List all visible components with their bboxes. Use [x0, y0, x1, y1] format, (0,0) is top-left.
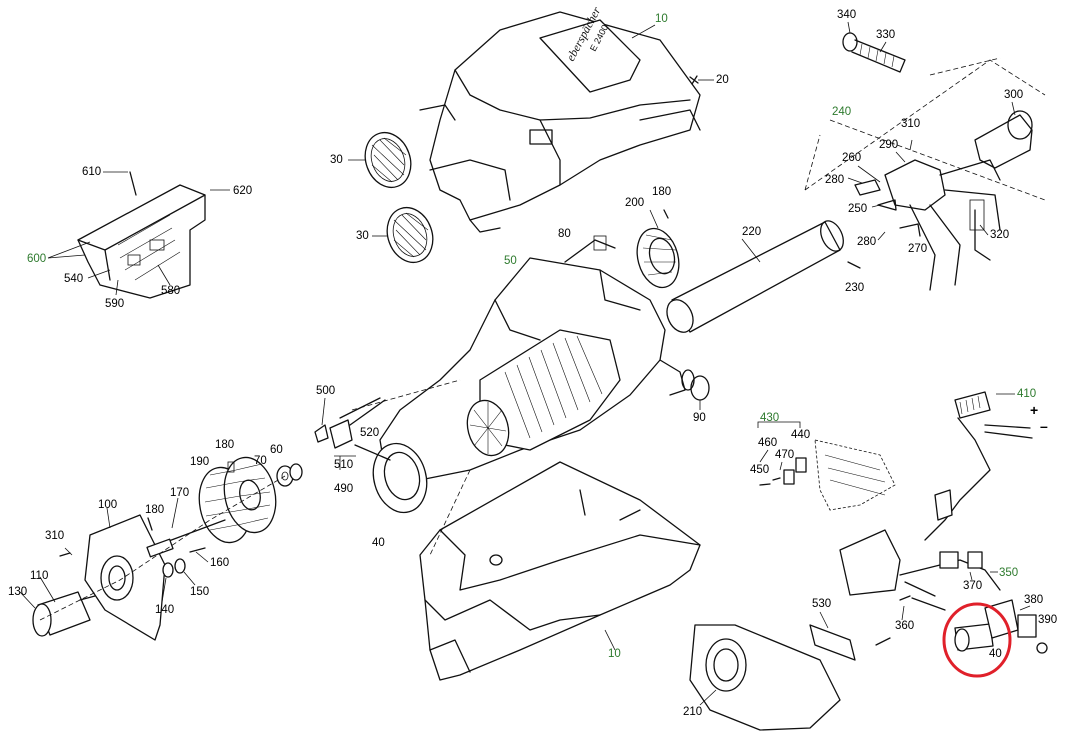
callout-300: 300 — [1004, 89, 1024, 101]
callout-70: 70 — [254, 455, 267, 467]
callout-110: 110 — [30, 570, 49, 582]
callout-210: 210 — [683, 706, 703, 718]
callout-20: 20 — [716, 74, 729, 86]
callout-380: 380 — [1024, 594, 1044, 606]
bracket-group-430 — [757, 421, 896, 511]
callout-310-left: 310 — [45, 530, 65, 542]
callout-580: 580 — [161, 285, 181, 297]
callout-360: 360 — [895, 620, 915, 632]
motor-bracket-100 — [84, 507, 166, 641]
callout-100: 100 — [98, 499, 118, 511]
callout-180-mid: 180 — [215, 439, 235, 451]
callout-190: 190 — [190, 456, 210, 468]
callout-450: 450 — [750, 464, 770, 476]
glow-plug-group-410 — [839, 391, 1033, 611]
callout-30-a: 30 — [330, 154, 343, 166]
callout-500: 500 — [316, 385, 336, 397]
callout-280-a: 280 — [825, 174, 845, 186]
callout-310-top: 310 — [901, 118, 921, 130]
burner-assembly-240 — [804, 57, 1046, 291]
callout-230: 230 — [845, 282, 865, 294]
hose-330 — [842, 21, 906, 73]
blower-wheel-200 — [636, 209, 680, 289]
bottom-tray-10 — [419, 461, 701, 681]
callout-590: 590 — [105, 298, 125, 310]
callout-370: 370 — [963, 580, 983, 592]
callout-50: 50 — [504, 255, 517, 267]
connector-510 — [314, 379, 461, 470]
callout-150: 150 — [190, 586, 210, 598]
callout-460: 460 — [758, 437, 778, 449]
callout-250: 250 — [848, 203, 868, 215]
callout-490: 490 — [334, 483, 354, 495]
callout-470: 470 — [775, 449, 795, 461]
clamp-90 — [690, 375, 710, 410]
highlight-circle — [942, 602, 1012, 678]
callout-410: 410 — [1017, 388, 1037, 400]
shaft-170 — [146, 497, 226, 558]
callout-240: 240 — [832, 106, 852, 118]
motor-110 — [19, 576, 96, 637]
screw-20 — [689, 75, 714, 85]
plus-sign: + — [1030, 402, 1039, 418]
callout-320: 320 — [990, 229, 1010, 241]
bearing-60 — [289, 463, 303, 481]
callout-180-top: 180 — [652, 186, 672, 198]
callout-90: 90 — [693, 412, 706, 424]
callout-430: 430 — [760, 412, 780, 424]
callout-290: 290 — [879, 139, 899, 151]
callout-510: 510 — [334, 459, 354, 471]
inlet-grille-upper — [348, 131, 412, 189]
callout-270: 270 — [908, 243, 928, 255]
callout-10-top: 10 — [655, 13, 668, 25]
callout-540: 540 — [64, 273, 84, 285]
callout-280-b: 280 — [857, 236, 877, 248]
callout-40-left: 40 — [372, 537, 385, 549]
callout-330: 330 — [876, 29, 896, 41]
callout-40-right: 40 — [989, 648, 1002, 660]
control-box-600 — [47, 171, 230, 299]
top-housing-cover — [419, 11, 701, 233]
callout-200: 200 — [625, 197, 645, 209]
callout-520: 520 — [360, 427, 380, 439]
callout-160: 160 — [210, 557, 230, 569]
callout-530: 530 — [812, 598, 832, 610]
callout-180-low: 180 — [145, 504, 165, 516]
sensor-40-highlighted — [954, 599, 1048, 654]
part-530 — [809, 595, 911, 661]
cover-plate-210 — [689, 624, 841, 731]
callout-390: 390 — [1038, 614, 1058, 626]
callout-440: 440 — [791, 429, 811, 441]
impeller-190 — [198, 456, 277, 544]
callout-60: 60 — [270, 444, 283, 456]
callout-80: 80 — [558, 228, 571, 240]
callout-30-b: 30 — [356, 230, 369, 242]
callout-140: 140 — [155, 604, 175, 616]
callout-620: 620 — [233, 185, 253, 197]
small-parts-140-150-160 — [59, 517, 209, 603]
callout-130: 130 — [8, 586, 28, 598]
callout-600: 600 — [27, 253, 47, 265]
callout-170: 170 — [170, 487, 190, 499]
callout-10-bottom: 10 — [608, 648, 621, 660]
exhaust-tube-220 — [666, 220, 861, 333]
callout-260: 260 — [842, 152, 862, 164]
main-heater-body-50 — [372, 235, 695, 514]
callout-340: 340 — [837, 9, 857, 21]
callout-610: 610 — [82, 166, 102, 178]
inlet-grille-lower — [372, 206, 434, 264]
callout-350: 350 — [999, 567, 1019, 579]
callout-220: 220 — [742, 226, 762, 238]
minus-sign: – — [1040, 418, 1048, 434]
